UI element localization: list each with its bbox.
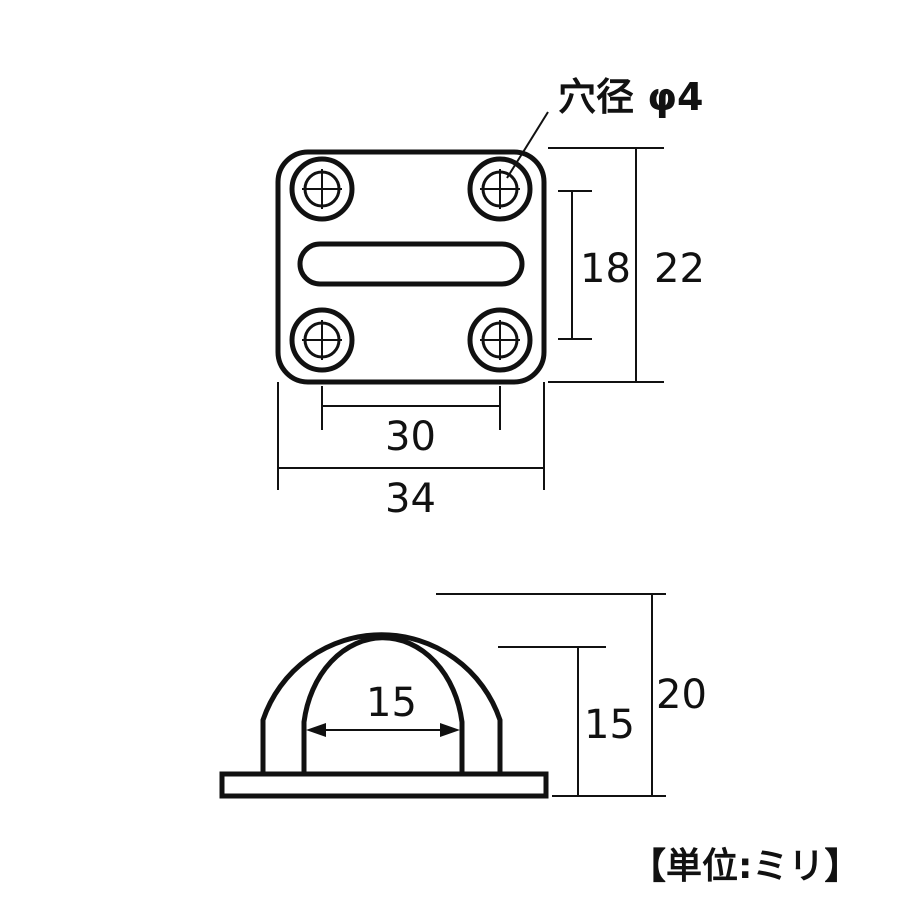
dimension-lines-side	[436, 593, 666, 797]
hole-leader-line	[506, 111, 549, 179]
dim-loop-height: 15	[584, 702, 635, 748]
arrow-head-left	[306, 723, 326, 737]
dim-width-outer: 34	[385, 476, 436, 522]
slot-opening	[297, 241, 525, 287]
screw-hole-bottom-right	[467, 307, 533, 373]
dim-height-outer: 22	[654, 246, 705, 292]
arrow-head-right	[440, 723, 460, 737]
loop-inner	[301, 635, 465, 774]
dim-loop-width: 15	[366, 680, 417, 726]
base-plate	[219, 771, 549, 799]
unit-label: 【単位:ミリ】	[630, 846, 860, 887]
screw-hole-top-right	[467, 156, 533, 222]
dim-total-height: 20	[656, 672, 707, 718]
plate-outline	[275, 149, 547, 385]
loop-outer	[260, 632, 503, 774]
hole-diameter-label: 穴径 φ4	[558, 75, 703, 119]
dimension-lines-top	[277, 147, 664, 490]
screw-hole-bottom-left	[289, 307, 355, 373]
screw-hole-top-left	[289, 156, 355, 222]
dim-width-inner: 30	[385, 414, 436, 460]
side-view	[219, 632, 549, 799]
plate-top-view	[275, 111, 549, 385]
dim-height-inner: 18	[580, 246, 631, 292]
